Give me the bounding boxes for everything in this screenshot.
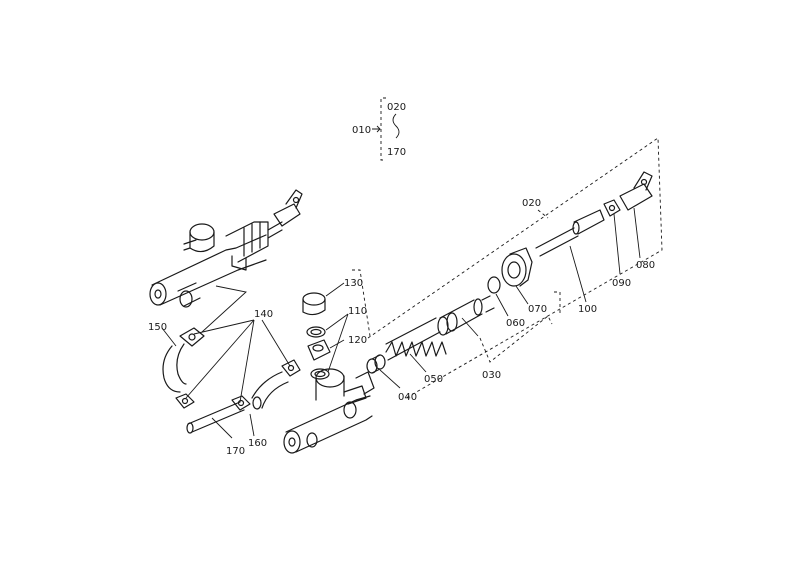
callout-120: 120: [348, 335, 367, 346]
callout-170-key: 170: [387, 147, 406, 158]
callout-140: 140: [254, 309, 273, 320]
callout-030: 030: [482, 370, 501, 381]
callout-020-key: 020: [387, 102, 406, 113]
assembly-key: 010 020 170: [352, 97, 406, 161]
callout-160: 160: [248, 438, 267, 449]
callout-170: 170: [226, 446, 245, 457]
callout-050: 050: [424, 374, 443, 385]
callout-070: 070: [528, 304, 547, 315]
callout-labels: 020 030 040 050 060 070 080 090 100 110 …: [148, 198, 655, 457]
callout-080: 080: [636, 260, 655, 271]
callout-130: 130: [344, 278, 363, 289]
callout-040: 040: [398, 392, 417, 403]
callout-020: 020: [522, 198, 541, 209]
callout-010: 010: [352, 125, 371, 136]
cylinder-body: [283, 368, 375, 454]
callout-060: 060: [506, 318, 525, 329]
assembly-brackets: [367, 137, 663, 399]
callout-110: 110: [348, 306, 367, 317]
assembled-master-cylinder: [149, 189, 303, 333]
callout-090: 090: [612, 278, 631, 289]
callout-100: 100: [578, 304, 597, 315]
callout-150: 150: [148, 322, 167, 333]
hose-assembly: [161, 319, 301, 439]
piston-internals: [366, 171, 653, 389]
